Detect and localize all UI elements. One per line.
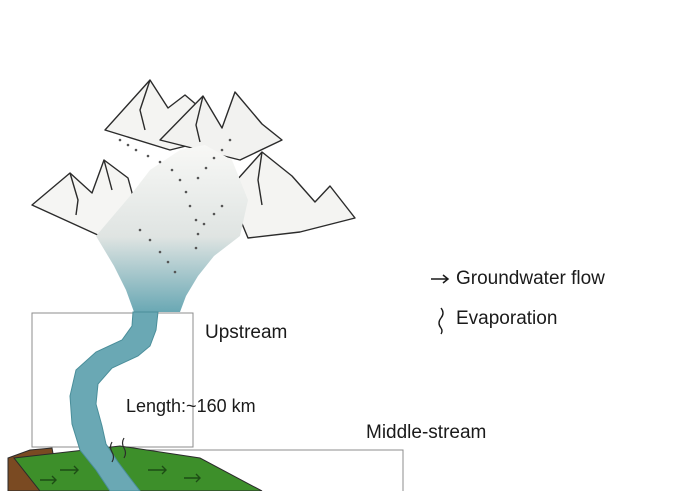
mountain-range (31, 79, 356, 312)
glacier-tongue (96, 145, 248, 312)
wavy-line-icon (438, 307, 444, 335)
ground-surface (7, 445, 263, 491)
legend-groundwater-label: Groundwater flow (456, 268, 605, 289)
upstream-label: Upstream (205, 322, 288, 343)
arrow-right-icon (431, 274, 450, 284)
middle-stream-label: Middle-stream (366, 422, 487, 443)
legend-groundwater: Groundwater flow (428, 266, 605, 292)
evaporation-marks (109, 437, 127, 463)
legend-evaporation-label: Evaporation (456, 308, 558, 329)
peak-right (227, 151, 356, 239)
river (69, 311, 159, 491)
moraine-dots (118, 138, 232, 274)
length-label: Length:~160 km (126, 396, 256, 416)
peak-back-center (159, 91, 283, 161)
legend-evaporation: Evaporation (428, 302, 557, 336)
upstream-box (31, 312, 194, 448)
